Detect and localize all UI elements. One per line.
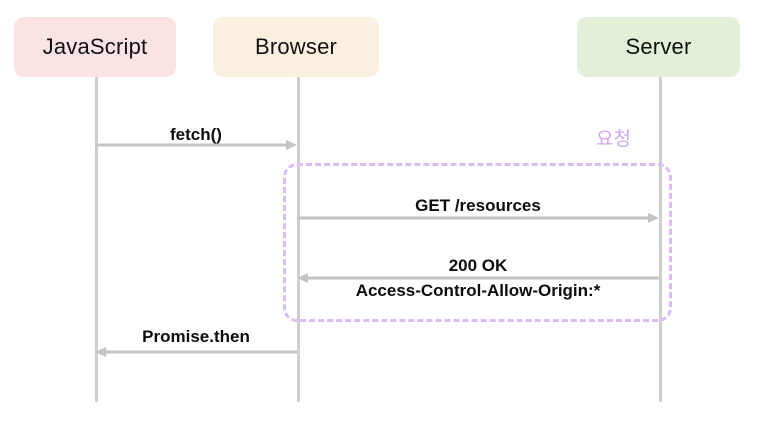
lifeline-server [659, 77, 662, 402]
arrow-response-200 [297, 273, 659, 283]
group-request-box [283, 163, 672, 322]
message-label-fetch: fetch() [170, 125, 222, 144]
message-sublabel-cors-header: Access-Control-Allow-Origin:* [355, 281, 601, 300]
message-label-promise-then: Promise.then [142, 327, 250, 346]
participant-browser-label: Browser [254, 34, 338, 59]
participant-browser[interactable]: Browser [213, 17, 379, 77]
arrow-promise-then [95, 347, 297, 357]
arrow-get-resources [297, 213, 659, 223]
group-request-label: 요청 [596, 129, 631, 150]
participant-server[interactable]: Server [577, 17, 740, 77]
lifeline-browser [297, 77, 300, 402]
lifeline-javascript [95, 77, 98, 402]
arrow-fetch [95, 140, 297, 150]
participant-server-label: Server [625, 34, 692, 59]
participant-javascript[interactable]: JavaScript [14, 17, 176, 77]
message-label-response-200: 200 OK [448, 256, 508, 275]
message-label-get-resources: GET /resources [415, 196, 541, 215]
participant-javascript-label: JavaScript [42, 34, 148, 59]
